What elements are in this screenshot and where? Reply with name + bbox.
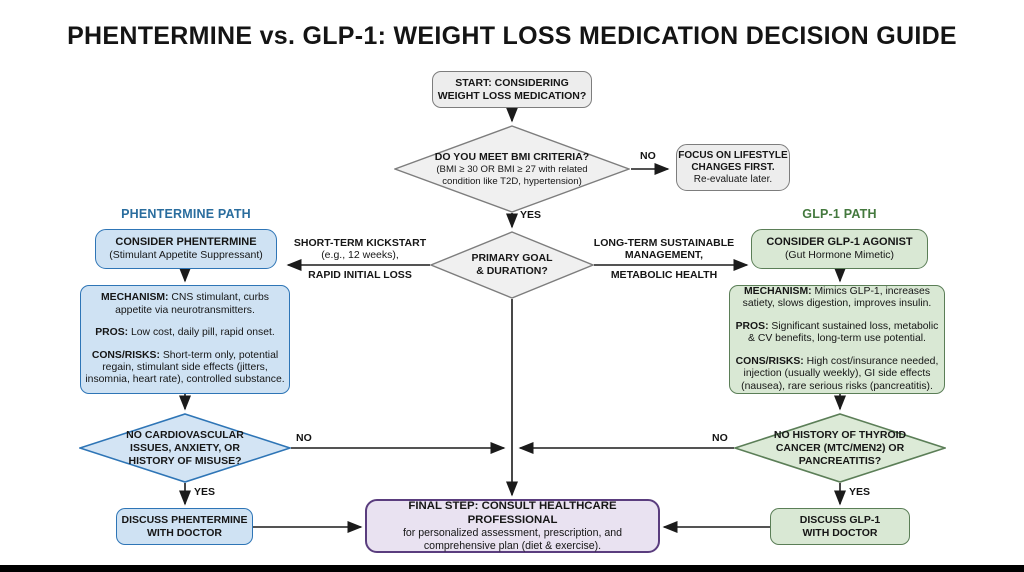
detail-text: CNS stimulant, curbs appetite via neurot… <box>115 292 270 316</box>
detail-mechanism: MECHANISM: CNS stimulant, curbs appetite… <box>85 292 285 317</box>
consider-subtitle: (Gut Hormone Mimetic) <box>784 249 895 261</box>
detail-label: PROS: <box>95 327 129 339</box>
detail-text: Short-term only, potential regain, stimu… <box>85 349 285 386</box>
detail-text: Significant sustained loss, metabolic & … <box>748 320 939 345</box>
goal-duration-text: PRIMARY GOAL & DURATION? <box>430 231 594 299</box>
branch-line: LONG-TERM SUSTAINABLE <box>593 237 735 249</box>
screening-line: HISTORY OF MISUSE? <box>128 454 242 467</box>
screening-line: CANCER (MTC/MEN2) OR <box>775 441 905 454</box>
lifestyle-line: FOCUS ON LIFESTYLE <box>678 149 788 161</box>
goal-line: & DURATION? <box>476 265 548 277</box>
bmi-question: DO YOU MEET BMI CRITERIA? <box>434 151 590 163</box>
phentermine-screening-decision: NO CARDIOVASCULAR ISSUES, ANXIETY, OR HI… <box>79 413 291 483</box>
screening-line: NO CARDIOVASCULAR <box>126 428 244 441</box>
goal-duration-decision: PRIMARY GOAL & DURATION? <box>430 231 594 299</box>
start-line: WEIGHT LOSS MEDICATION? <box>437 89 587 102</box>
consider-glp1-node: CONSIDER GLP-1 AGONIST (Gut Hormone Mime… <box>751 229 928 269</box>
lifestyle-node: FOCUS ON LIFESTYLE CHANGES FIRST. Re-eva… <box>676 144 790 191</box>
phentermine-details-node: MECHANISM: CNS stimulant, curbs appetite… <box>80 285 290 394</box>
glp1-details-node: MECHANISM: Mimics GLP-1, increases satie… <box>729 285 945 394</box>
detail-label: PROS: <box>735 320 769 332</box>
edge-label-yes-phentermine: YES <box>194 486 216 498</box>
start-line: START: CONSIDERING <box>455 76 569 89</box>
detail-pros: PROS: Significant sustained loss, metabo… <box>734 321 940 346</box>
branch-label-short-term: SHORT-TERM KICKSTART (e.g., 12 weeks), R… <box>286 237 434 281</box>
goal-line: PRIMARY GOAL <box>471 252 553 264</box>
discuss-line: DISCUSS PHENTERMINE <box>121 513 248 526</box>
discuss-line: WITH DOCTOR <box>802 526 878 539</box>
discuss-phentermine-node: DISCUSS PHENTERMINE WITH DOCTOR <box>116 508 253 545</box>
final-step-node: FINAL STEP: CONSULT HEALTHCARE PROFESSIO… <box>365 499 660 553</box>
detail-mechanism: MECHANISM: Mimics GLP-1, increases satie… <box>734 286 940 311</box>
diamond-shape <box>394 125 630 213</box>
edge-label-yes-glp1: YES <box>849 486 871 498</box>
final-line: for personalized assessment, prescriptio… <box>402 526 623 539</box>
detail-cons: CONS/RISKS: High cost/insurance needed, … <box>734 356 940 393</box>
branch-line: METABOLIC HEALTH <box>610 269 718 281</box>
branch-label-long-term: LONG-TERM SUSTAINABLE MANAGEMENT, METABO… <box>593 237 735 281</box>
letterbox-bar <box>0 565 1024 572</box>
discuss-line: DISCUSS GLP-1 <box>799 513 881 526</box>
detail-label: MECHANISM: <box>100 292 169 304</box>
detail-label: MECHANISM: <box>744 286 812 298</box>
detail-text: High cost/insurance needed, injection (u… <box>741 355 939 392</box>
screening-line: PANCREATITIS? <box>798 454 882 467</box>
branch-line: RAPID INITIAL LOSS <box>308 269 412 281</box>
glp1-screening-decision: NO HISTORY OF THYROID CANCER (MTC/MEN2) … <box>734 413 946 483</box>
final-title: FINAL STEP: CONSULT HEALTHCARE PROFESSIO… <box>408 499 617 526</box>
discuss-line: WITH DOCTOR <box>146 526 223 539</box>
detail-text: Low cost, daily pill, rapid onset. <box>128 327 275 339</box>
glp1-path-header: GLP-1 PATH <box>802 207 877 221</box>
consider-subtitle: (Stimulant Appetite Suppressant) <box>109 249 263 261</box>
branch-line: (e.g., 12 weeks), <box>321 249 399 261</box>
edge-label-no-bmi: NO <box>640 150 656 162</box>
detail-label: CONS/RISKS: <box>735 355 804 367</box>
page-title: PHENTERMINE vs. GLP-1: WEIGHT LOSS MEDIC… <box>67 22 957 50</box>
edge-label-no-glp1: NO <box>712 432 728 444</box>
phentermine-screening-text: NO CARDIOVASCULAR ISSUES, ANXIETY, OR HI… <box>79 413 291 483</box>
diamond-shape <box>430 231 594 299</box>
glp1-screening-text: NO HISTORY OF THYROID CANCER (MTC/MEN2) … <box>734 413 946 483</box>
detail-label: CONS/RISKS: <box>91 349 160 361</box>
bmi-criteria-decision: DO YOU MEET BMI CRITERIA? (BMI ≥ 30 OR B… <box>394 125 630 213</box>
diamond-shape <box>79 413 291 483</box>
branch-line: SHORT-TERM KICKSTART <box>293 237 427 249</box>
edge-label-no-phentermine: NO <box>296 432 312 444</box>
detail-pros: PROS: Low cost, daily pill, rapid onset. <box>95 327 275 339</box>
bmi-criteria-text: DO YOU MEET BMI CRITERIA? (BMI ≥ 30 OR B… <box>394 125 630 213</box>
consider-phentermine-node: CONSIDER PHENTERMINE (Stimulant Appetite… <box>95 229 277 269</box>
phentermine-path-header: PHENTERMINE PATH <box>121 207 251 221</box>
edge-label-yes-bmi: YES <box>520 209 542 221</box>
diamond-shape <box>734 413 946 483</box>
lifestyle-line: CHANGES FIRST. <box>691 161 775 173</box>
detail-cons: CONS/RISKS: Short-term only, potential r… <box>85 350 285 387</box>
branch-line: MANAGEMENT, <box>624 249 704 261</box>
lifestyle-note: Re-evaluate later. <box>693 173 773 185</box>
screening-line: NO HISTORY OF THYROID <box>773 428 907 441</box>
detail-text: Mimics GLP-1, increases satiety, slows d… <box>742 286 932 310</box>
bmi-detail: (BMI ≥ 30 OR BMI ≥ 27 with related <box>436 164 588 175</box>
consider-title: CONSIDER PHENTERMINE <box>115 236 257 248</box>
bmi-detail: condition like T2D, hypertension) <box>442 175 582 187</box>
screening-line: ISSUES, ANXIETY, OR <box>130 441 240 454</box>
consider-title: CONSIDER GLP-1 AGONIST <box>766 236 913 248</box>
start-node: START: CONSIDERING WEIGHT LOSS MEDICATIO… <box>432 71 592 108</box>
discuss-glp1-node: DISCUSS GLP-1 WITH DOCTOR <box>770 508 910 545</box>
final-line: comprehensive plan (diet & exercise). <box>423 540 602 552</box>
